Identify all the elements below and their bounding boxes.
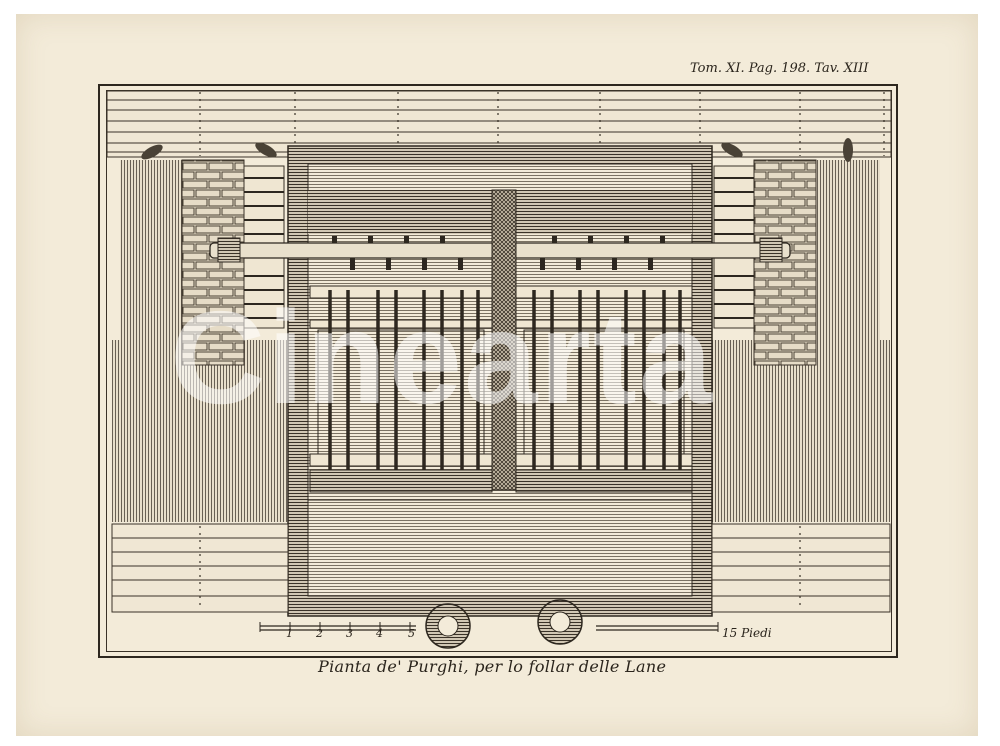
scale-number: 4 [376,627,383,640]
plate-frame-outer [98,84,898,658]
scale-bar [259,622,719,632]
channel-hooks [141,138,853,162]
plate-caption: Pianta de' Purghi, per lo follar delle L… [318,657,667,676]
lower-floor [307,499,693,597]
right-axle [504,236,791,270]
scale-number: 2 [316,627,323,640]
left-axle [209,236,496,270]
scale-number: 1 [286,627,293,640]
left-fulling-stocks [309,285,493,493]
plate-reference: Tom. XI. Pag. 198. Tav. XIII [690,61,869,76]
left-channel [112,160,290,522]
right-channel [712,160,890,522]
scale-unit: Piedi [741,626,772,640]
scale-number: 3 [346,627,353,640]
right-drain [537,599,583,645]
scale-end-label: 15 Piedi [722,626,772,640]
left-drain [425,603,471,649]
bottom-planking [111,523,891,613]
scale-number: 5 [408,627,415,640]
central-divider [491,189,517,491]
right-fulling-stocks [515,285,693,493]
scale-number: 15 [722,626,738,640]
